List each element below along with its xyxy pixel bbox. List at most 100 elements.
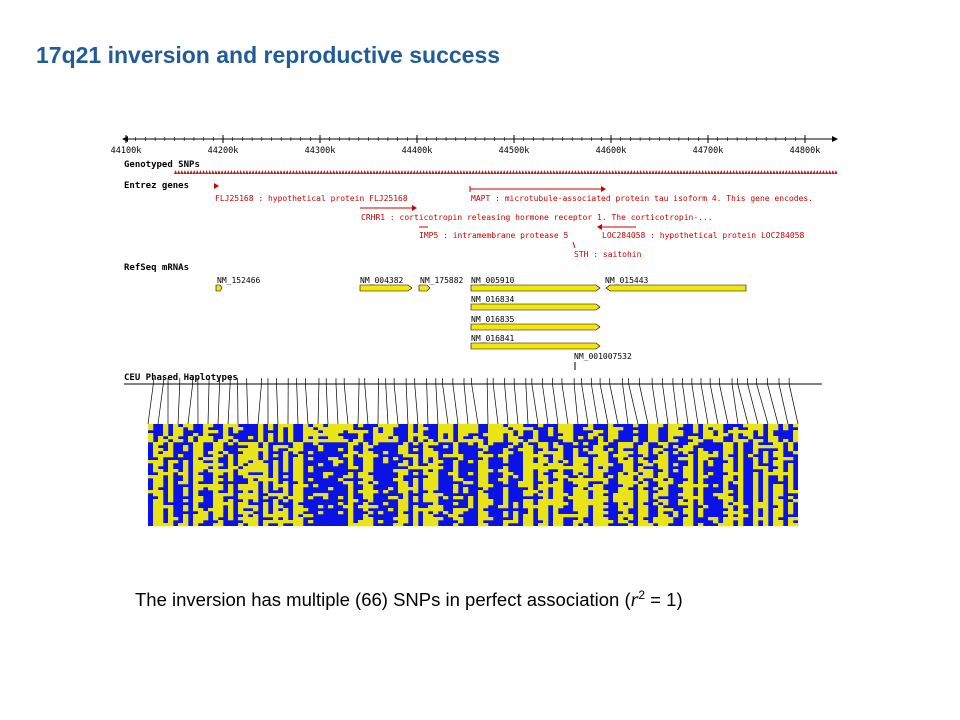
snp-marker (741, 170, 745, 174)
snp-marker (787, 170, 791, 174)
snp-marker (487, 170, 491, 174)
snp-marker (639, 170, 643, 174)
haplotype-connector (561, 383, 569, 425)
caption-suffix: = 1) (645, 589, 683, 611)
snp-marker (270, 170, 274, 174)
snp-marker (533, 170, 537, 174)
snp-marker (183, 170, 187, 174)
snp-marker (366, 170, 370, 174)
snp-marker (598, 170, 602, 174)
haplotype-connector (731, 383, 739, 425)
snp-marker (344, 170, 348, 174)
snp-marker (570, 170, 574, 174)
snp-marker (186, 170, 190, 174)
ruler-tick-label: 44300k (305, 146, 336, 156)
snp-marker (663, 170, 667, 174)
haplotype-connector (525, 383, 529, 425)
gene-track: FLJ25168 : hypothetical protein FLJ25168… (214, 183, 813, 259)
mrna-track: NM_152466 NM_004382 NM_175882 NM_005910 … (215, 276, 747, 370)
ruler-tick-label: 44800k (790, 146, 821, 156)
snp-marker (378, 170, 382, 174)
track-label-haplotypes: CEU Phased Haplotypes (124, 373, 238, 383)
snp-marker (750, 170, 754, 174)
snp-marker (626, 170, 630, 174)
snp-marker (332, 170, 336, 174)
haplotype-connector (672, 383, 679, 425)
haplotype-connector (691, 383, 699, 425)
snp-marker (208, 170, 212, 174)
snp-marker (666, 170, 671, 174)
snp-marker (790, 170, 795, 174)
slide-caption: The inversion has multiple (66) SNPs in … (135, 588, 683, 612)
caption-prefix: The inversion has multiple (66) SNPs in … (135, 589, 631, 611)
snp-marker (657, 170, 661, 174)
snp-marker (465, 170, 469, 174)
snp-marker (518, 170, 522, 174)
snp-marker (821, 170, 826, 174)
haplotype-connector (227, 383, 231, 425)
haplotype-connector (590, 383, 599, 425)
snp-marker (673, 170, 677, 174)
haplotype-connector (305, 383, 309, 425)
snp-marker (601, 170, 605, 174)
haplotype-connector (276, 383, 279, 425)
snp-marker (406, 170, 410, 174)
snp-marker (192, 170, 196, 174)
haplotype-connector (385, 383, 389, 425)
mrna-nm-016834 (470, 303, 601, 311)
snp-marker (679, 170, 683, 174)
ruler-tick-label: 44200k (208, 146, 239, 156)
snp-marker (273, 170, 277, 174)
snp-marker (347, 170, 351, 174)
ruler-tick-label: 44400k (402, 146, 433, 156)
snp-marker (508, 170, 512, 174)
haplotype-connector (405, 383, 409, 425)
snp-marker (360, 170, 364, 174)
ruler-tick-label: 44100k (111, 146, 142, 156)
snp-marker (322, 170, 326, 174)
ruler-tick-label: 44600k (596, 146, 627, 156)
snp-marker (527, 170, 531, 174)
snp-marker (443, 170, 447, 174)
haplotype-connector (364, 383, 369, 425)
snp-marker (294, 170, 299, 174)
snp-marker (728, 170, 733, 174)
snp-marker (620, 170, 624, 174)
snp-marker (282, 170, 286, 174)
mrna-nm-016835 (470, 323, 601, 331)
snp-marker (298, 170, 302, 174)
caption-symbol: r (630, 589, 639, 612)
snp-marker (608, 170, 612, 174)
gene-sth: STH : saitohin (572, 241, 642, 259)
snp-marker (753, 170, 757, 174)
snp-marker (747, 170, 751, 174)
snp-marker (558, 170, 562, 174)
snp-marker (254, 170, 258, 174)
snp-marker (825, 170, 829, 174)
snp-marker (542, 170, 547, 174)
snp-marker (248, 170, 252, 174)
snp-marker (722, 170, 726, 174)
snp-marker (288, 170, 292, 174)
haplotype-connector (187, 383, 193, 425)
haplotype-connector (609, 383, 619, 425)
mrna-label: NM_152466 (217, 276, 261, 285)
haplotype-connector (317, 383, 320, 425)
haplotype-connectors (147, 378, 799, 425)
snp-marker (220, 170, 224, 174)
snp-marker (769, 170, 773, 174)
snp-marker (260, 170, 264, 174)
snp-marker (350, 170, 354, 174)
mrna-label: NM_004382 (360, 276, 404, 285)
snp-marker (806, 170, 810, 174)
snp-marker (229, 170, 233, 174)
mrna-label: NM_016841 (471, 334, 515, 343)
snp-marker (834, 170, 838, 174)
snp-marker (335, 170, 339, 174)
gene-imp5: IMP5 : intramembrane protease 5 (419, 226, 568, 240)
snp-marker (468, 170, 472, 174)
haplotype-connector (393, 383, 399, 425)
snp-marker (831, 170, 835, 174)
